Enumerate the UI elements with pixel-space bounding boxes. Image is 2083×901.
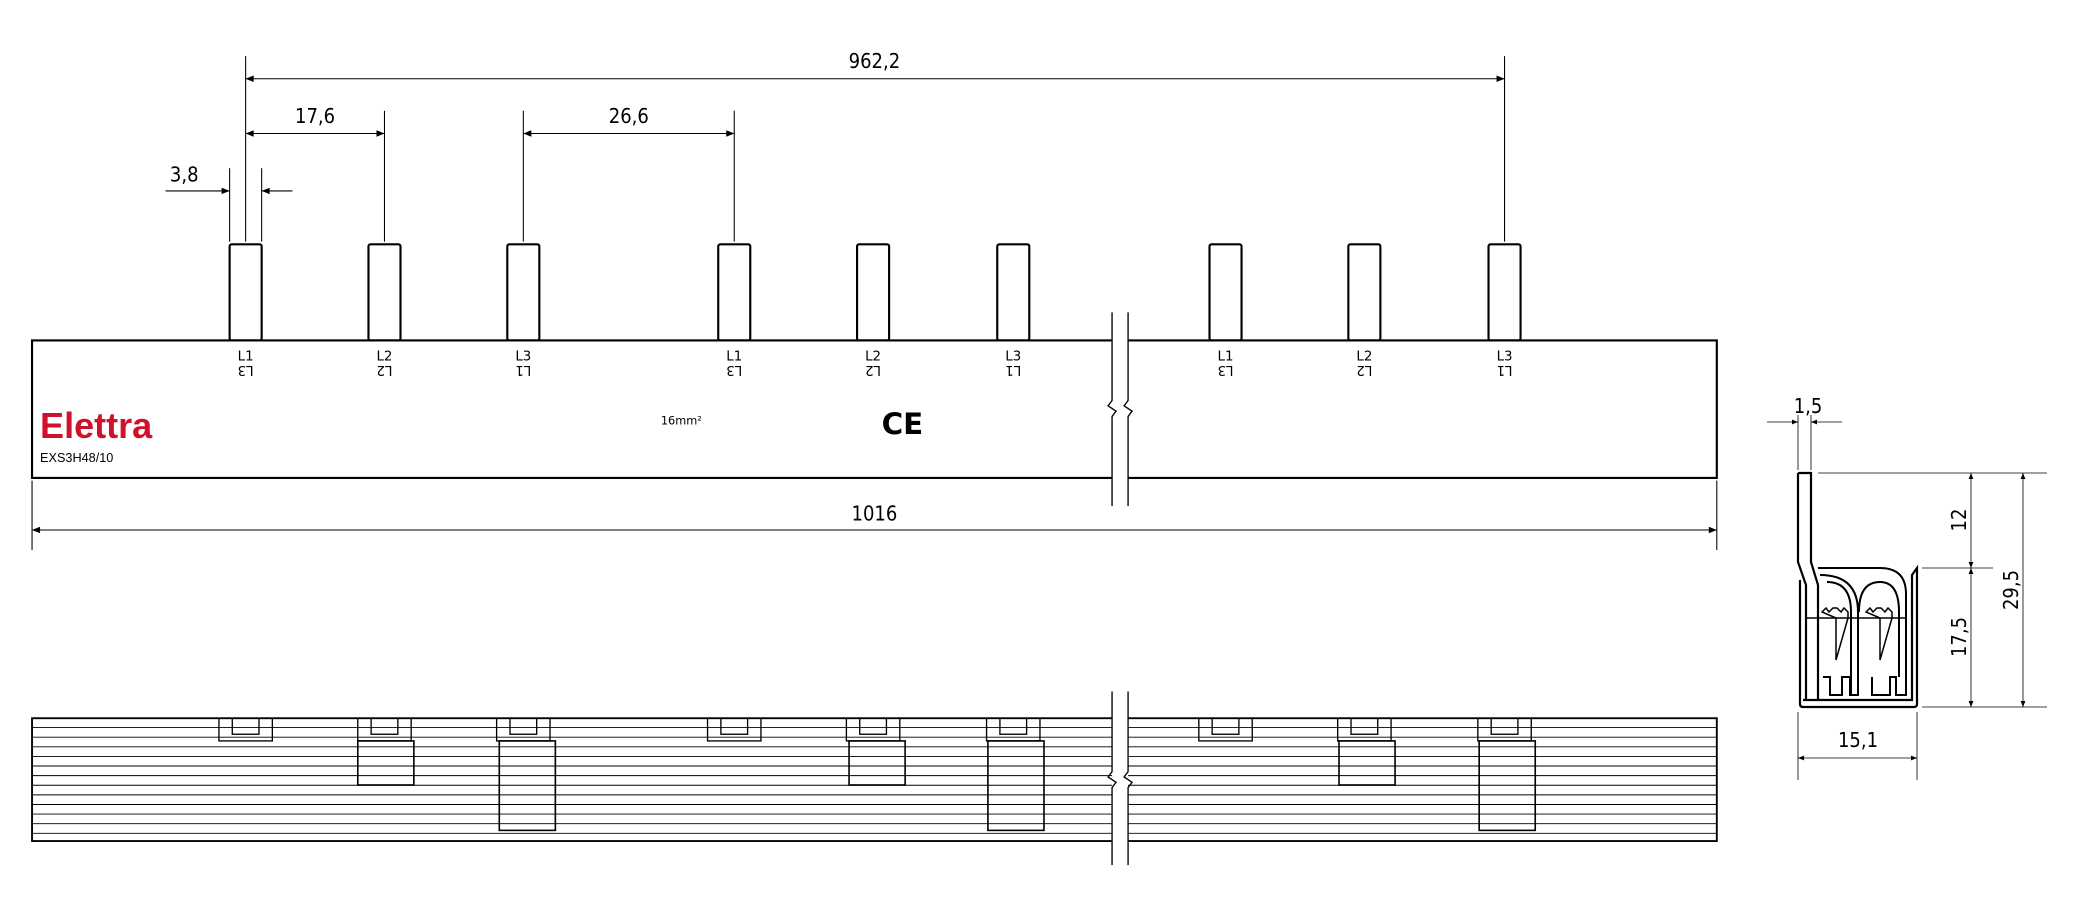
phase-label: L3 bbox=[515, 349, 531, 364]
cross-section-label: 16mm² bbox=[661, 414, 702, 428]
dim-total-height: 29,5 bbox=[1999, 570, 2023, 610]
slot bbox=[1338, 740, 1396, 786]
dim-group-gap: 26,6 bbox=[609, 104, 649, 128]
slot bbox=[356, 740, 415, 786]
phase-label: L1 bbox=[726, 349, 742, 364]
slot bbox=[848, 740, 906, 786]
brand-logo: Elettra bbox=[40, 405, 153, 446]
phase-label: L2 bbox=[377, 349, 393, 364]
dim-total-length: 1016 bbox=[852, 502, 898, 526]
side-view bbox=[31, 691, 1718, 866]
phase-label-inverted: L2 bbox=[865, 362, 881, 377]
phase-label-inverted: L3 bbox=[1218, 362, 1234, 377]
pin bbox=[1487, 243, 1522, 342]
phase-label-inverted: L2 bbox=[377, 362, 393, 377]
part-number: EXS3H48/10 bbox=[40, 451, 113, 465]
phase-label: L1 bbox=[238, 349, 254, 364]
cross-section-profile bbox=[1796, 471, 1919, 709]
pins bbox=[228, 243, 1522, 342]
dim-pin-span: 962,2 bbox=[849, 49, 901, 73]
phase-label: L1 bbox=[1218, 349, 1234, 364]
dim-body-width: 15,1 bbox=[1838, 728, 1878, 752]
phase-label-inverted: L3 bbox=[238, 362, 254, 377]
phase-label-inverted: L2 bbox=[1356, 362, 1372, 377]
pin bbox=[1347, 243, 1382, 342]
pin bbox=[1208, 243, 1243, 342]
phase-label: L3 bbox=[1005, 349, 1021, 364]
phase-label: L2 bbox=[865, 349, 881, 364]
phase-label: L3 bbox=[1497, 349, 1513, 364]
pin bbox=[856, 243, 891, 342]
dim-pin-width: 3,8 bbox=[170, 163, 199, 187]
phase-label-inverted: L1 bbox=[515, 362, 531, 377]
pin bbox=[367, 243, 402, 342]
dim-strip-thickness: 1,5 bbox=[1794, 394, 1823, 418]
ce-mark: CE bbox=[882, 407, 924, 441]
dimensions-profile: 1,5 12 17,5 29,5 15,1 bbox=[1767, 394, 2047, 780]
pin bbox=[506, 243, 541, 342]
dim-pin-height: 12 bbox=[1947, 509, 1971, 532]
dimensions-front: 962,2 17,6 26,6 3,8 1016 bbox=[31, 49, 1718, 551]
pin bbox=[717, 243, 752, 342]
break-lines bbox=[1107, 312, 1134, 506]
phase-label-inverted: L1 bbox=[1497, 362, 1513, 377]
phase-label-inverted: L1 bbox=[1005, 362, 1021, 377]
pin bbox=[996, 243, 1031, 342]
dim-body-height: 17,5 bbox=[1947, 617, 1971, 657]
phase-label-inverted: L3 bbox=[726, 362, 742, 377]
pin bbox=[228, 243, 263, 342]
dim-pin-pitch: 17,6 bbox=[295, 104, 335, 128]
phase-label: L2 bbox=[1356, 349, 1372, 364]
